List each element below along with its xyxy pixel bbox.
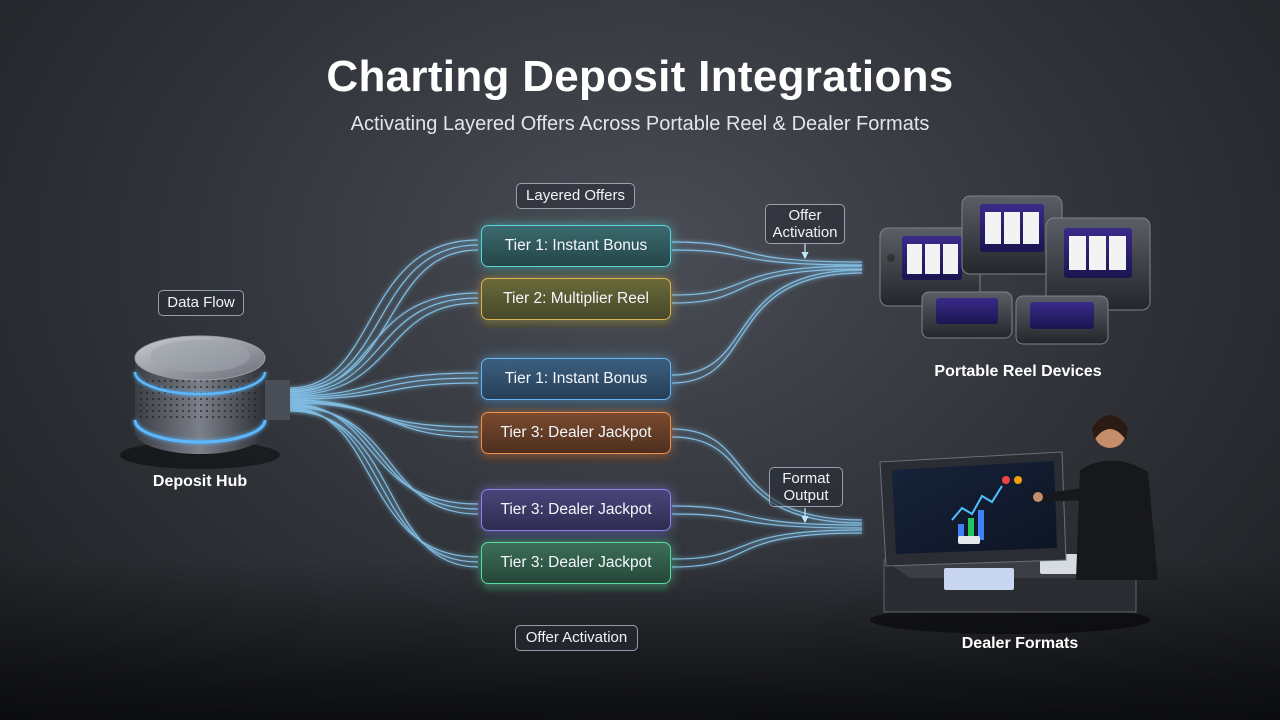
tier-to-output-line [671, 529, 863, 560]
format-output-tag: Format Output [769, 467, 843, 507]
page-subtitle: Activating Layered Offers Across Portabl… [350, 113, 930, 135]
tier-to-output-line [671, 428, 863, 521]
tier-to-output-line [671, 532, 863, 568]
tier-to-output-line [671, 268, 863, 304]
hub-to-tier-line [289, 372, 479, 397]
page-title: Charting Deposit Integrations [326, 52, 954, 101]
tier-to-output-line [671, 269, 863, 376]
tier-box-3: Tier 1: Instant Bonus [481, 358, 671, 408]
offer-activation-tag-bottom: Offer Activation [515, 625, 638, 651]
hub-to-tier-lines [289, 239, 479, 568]
dealer-person-figure [1033, 415, 1158, 580]
hub-to-tier-line [289, 297, 479, 395]
slot-device-center [961, 195, 1063, 275]
hub-to-tier-line [289, 406, 479, 515]
hub-to-tier-line [289, 239, 479, 389]
offer-activation-tag-top: Offer Activation [765, 204, 845, 244]
tier-box-2: Tier 2: Multiplier Reel [481, 278, 671, 328]
slot-device-left [879, 227, 981, 307]
tier-to-output-line [671, 436, 863, 524]
tier-to-output-lines [671, 241, 863, 568]
hub-to-tier-line [289, 402, 479, 438]
tier-to-output-line [671, 241, 863, 263]
tier-to-output-line [671, 513, 863, 529]
tier-to-output-line [671, 272, 863, 384]
hub-to-tier-line [289, 292, 479, 393]
hub-to-tier-line [289, 410, 479, 568]
portable-reel-devices-label: Portable Reel Devices [934, 363, 1102, 380]
tier-box-5: Tier 3: Dealer Jackpot [481, 489, 671, 539]
tier-to-output-line [671, 505, 863, 526]
hub-to-tier-line [289, 382, 479, 400]
deposit-hub-label: Deposit Hub [152, 473, 248, 490]
offer-activation-tag-line1: Offer [788, 207, 822, 224]
layered-offers-tag: Layered Offers [516, 183, 635, 209]
offer-activation-tag-line2: Activation [772, 224, 838, 241]
slot-device-right [1045, 217, 1151, 311]
data-flow-tag: Data Flow [158, 290, 244, 316]
tier-to-output-line [671, 249, 863, 266]
hub-to-tier-line [289, 244, 479, 391]
dealer-formats-label: Dealer Formats [961, 635, 1079, 652]
slot-device-small-right [1015, 295, 1109, 345]
format-output-tag-line1: Format [782, 470, 830, 487]
tier-box-6: Tier 3: Dealer Jackpot [481, 542, 671, 592]
hub-to-tier-line [289, 377, 479, 399]
tier-box-1: Tier 1: Instant Bonus [481, 225, 671, 275]
tier-to-output-line [671, 265, 863, 296]
hub-to-tier-line [289, 302, 479, 396]
slot-device-small-left [921, 291, 1013, 339]
format-output-tag-line2: Output [783, 487, 829, 504]
tier-box-4: Tier 3: Dealer Jackpot [481, 412, 671, 462]
